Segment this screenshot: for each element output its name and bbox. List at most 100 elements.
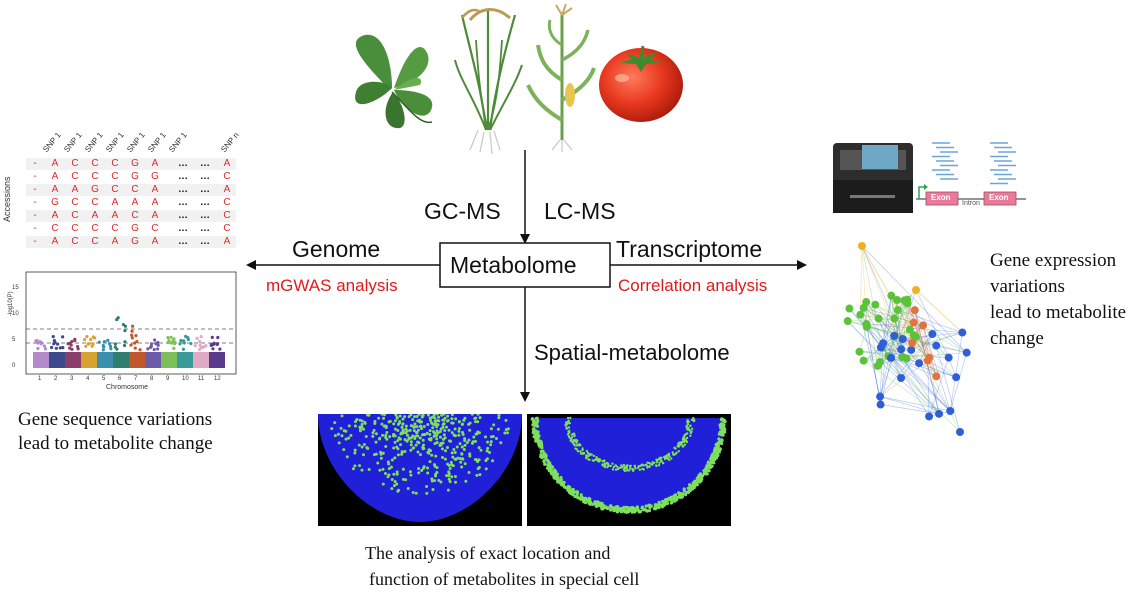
snp-point: [171, 339, 175, 343]
signal-dot: [660, 499, 665, 504]
lcms-label: LC-MS: [544, 198, 616, 224]
network-edge: [879, 335, 895, 397]
network-edge: [879, 343, 884, 397]
snp-cell: C: [91, 197, 99, 208]
signal-dot: [432, 434, 436, 438]
snp-point: [133, 346, 137, 350]
signal-dot: [437, 478, 441, 482]
snp-cell: G: [131, 158, 139, 169]
signal-dot: [572, 439, 576, 443]
signal-dot: [711, 458, 715, 462]
signal-dot: [450, 421, 454, 425]
signal-dot: [571, 492, 575, 497]
signal-dot: [459, 460, 463, 464]
signal-dot: [473, 439, 477, 443]
signal-dot: [445, 446, 449, 450]
signal-dot: [339, 426, 343, 430]
signal-dot: [361, 453, 365, 457]
manhattan-xtick: 4: [86, 376, 90, 382]
signal-dot: [460, 452, 464, 456]
signal-dot: [586, 451, 590, 455]
signal-dot: [486, 440, 490, 444]
signal-dot: [622, 468, 626, 471]
network-edge: [915, 289, 963, 333]
signal-dot: [716, 445, 720, 449]
signal-dot: [422, 446, 426, 450]
signal-dot: [457, 427, 461, 431]
network-edge: [880, 295, 892, 405]
spatial-metabolome-label: Spatial-metabolome: [534, 340, 730, 365]
signal-dot: [491, 435, 495, 439]
signal-dot: [678, 444, 681, 447]
signal-dot: [344, 437, 348, 441]
signal-dot: [667, 454, 671, 457]
signal-dot: [484, 459, 488, 463]
snp-point: [43, 347, 48, 351]
signal-dot: [620, 464, 623, 467]
signal-dot: [648, 505, 652, 510]
signal-dot: [435, 419, 439, 423]
snp-point: [195, 336, 199, 340]
network-node: [923, 356, 932, 365]
snp-cell: A: [151, 184, 159, 195]
signal-dot: [530, 417, 535, 421]
manhattan-xtick: 7: [134, 376, 138, 382]
signal-dot: [444, 425, 448, 429]
signal-dot: [416, 428, 420, 432]
signal-dot: [476, 414, 480, 416]
signal-dot: [485, 449, 489, 453]
metabolome-box: [439, 242, 611, 288]
signal-dot: [474, 420, 478, 424]
signal-dot: [406, 487, 410, 491]
signal-dot: [721, 425, 725, 430]
snp-cell: …: [200, 184, 210, 195]
signal-dot: [562, 485, 567, 489]
signal-dot: [453, 451, 457, 455]
signal-dot: [465, 441, 469, 445]
signal-dot: [690, 484, 694, 488]
signal-dot: [434, 472, 438, 476]
signal-dot: [448, 480, 452, 484]
signal-dot: [411, 490, 415, 494]
network-edge: [880, 404, 940, 415]
signal-dot: [396, 453, 400, 457]
snp-cell: C: [71, 197, 79, 208]
network-edge: [847, 320, 902, 379]
network-node: [909, 331, 918, 340]
signal-dot: [595, 503, 599, 507]
snp-point: [36, 346, 40, 350]
signal-dot: [476, 467, 480, 471]
snp-point: [135, 340, 139, 344]
snp-cell: A: [151, 158, 159, 169]
signal-dot: [447, 477, 451, 481]
signal-dot: [360, 419, 364, 423]
network-edge: [890, 357, 937, 377]
chromosome-band: [49, 352, 65, 368]
network-edge: [922, 325, 937, 377]
signal-dot: [445, 474, 449, 478]
signal-dot: [689, 424, 692, 428]
signal-dot: [600, 507, 604, 511]
snp-cell: G: [131, 223, 139, 234]
snp-cell: A: [51, 171, 59, 182]
signal-dot: [390, 487, 394, 491]
signal-dot: [414, 491, 418, 495]
snp-point: [53, 340, 57, 344]
network-node: [910, 306, 919, 315]
snp-cell: A: [151, 197, 159, 208]
signal-dot: [388, 435, 392, 439]
network-node: [932, 341, 941, 350]
signal-dot: [415, 414, 419, 418]
signal-dot: [416, 440, 420, 444]
signal-dot: [440, 414, 444, 417]
snp-point: [50, 345, 54, 350]
network-node: [862, 298, 871, 307]
signal-dot: [336, 432, 340, 436]
network-edge: [913, 335, 957, 378]
signal-dot: [353, 451, 357, 455]
signal-dot: [418, 418, 422, 422]
signal-dot: [660, 459, 663, 463]
signal-dot: [417, 471, 421, 475]
chromosome-band: [81, 352, 97, 368]
snp-cell: -: [33, 184, 37, 195]
